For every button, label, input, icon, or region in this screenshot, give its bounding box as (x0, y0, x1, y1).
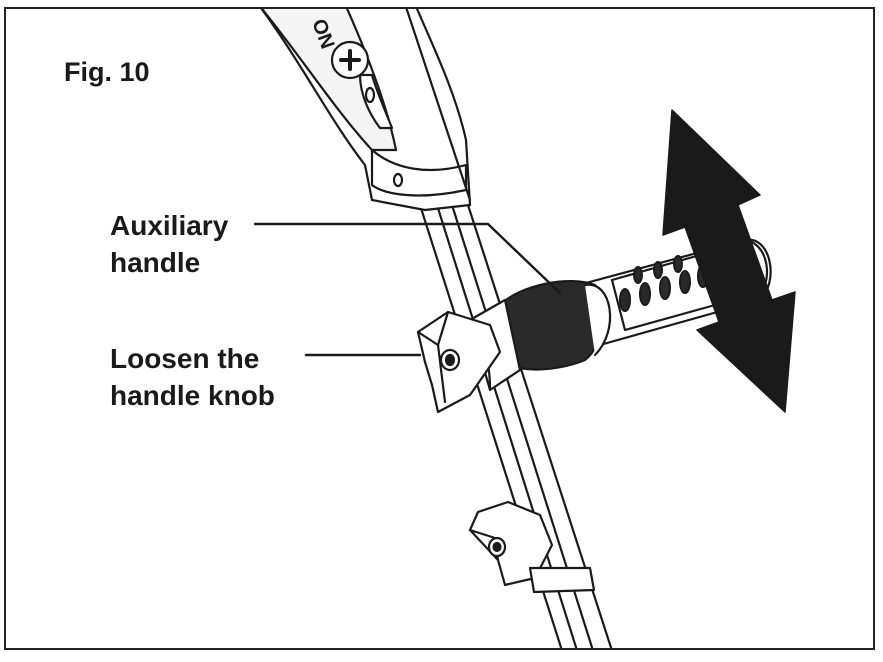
double-headed-arrow-icon (662, 109, 796, 413)
handle-knob-callout: Loosen the handle knob (110, 340, 275, 414)
handle-knob (416, 310, 502, 414)
motor-housing (260, 9, 472, 212)
auxiliary-handle-callout-line-1: Auxiliary (110, 210, 229, 241)
auxiliary-handle-leader (253, 222, 562, 295)
lower-knob (468, 500, 596, 594)
auxiliary-handle-callout-line-2: handle (110, 247, 201, 278)
figure-title: Fig. 10 (64, 57, 150, 87)
callout-lines (253, 222, 562, 357)
auxiliary-handle-callout: Auxiliary handle (110, 207, 228, 281)
figure-border (4, 7, 875, 650)
handle-knob-callout-line-2: handle knob (110, 380, 275, 411)
plus-badge-icon (330, 40, 370, 80)
handle-knob-callout-line-1: Loosen the (110, 343, 260, 374)
